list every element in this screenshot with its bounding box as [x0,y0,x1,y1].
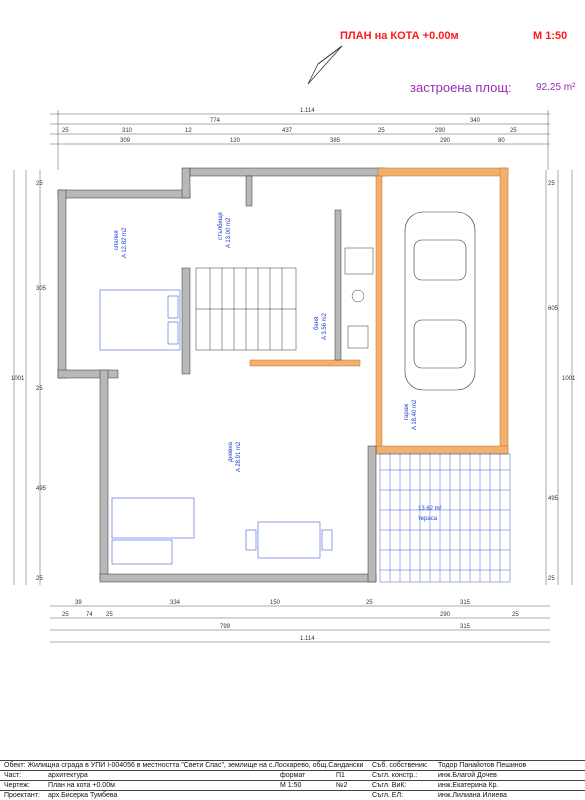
dim-right-3: 495 [548,496,559,502]
tb-scale: М 1:50 [280,782,302,789]
dim-bottom-r3-1: 315 [460,624,471,630]
tb-format: П1 [336,772,345,779]
tb-vik: инж.Екатерина Кр. [438,782,499,789]
tb-object: Обект: Жилищна сграда в УПИ I-004056 в м… [4,762,364,769]
tb-part-label: Част: [4,772,22,779]
dim-top-r1-0: 774 [210,118,221,124]
title-block-row-object: Обект: Жилищна сграда в УПИ I-004056 в м… [0,760,585,770]
bottom-dimensions [50,605,550,643]
dim-bottom-r2-2: 25 [106,612,113,618]
tb-designer: арх.Бисерка Тумбева [48,792,118,799]
dim-top-r1-1: 340 [470,118,481,124]
bed [99,289,181,351]
dim-left-2: 1001 [11,376,25,382]
room-stairs-area: A 13.00 m2 [226,217,232,248]
title-block-row-drawing: Чертеж: План на кота +0.00м М 1:50 №2 Съ… [0,780,585,790]
built-area-value: 92.25 m² [536,82,576,93]
dim-top-r2-2: 12 [185,128,192,134]
dim-top-total: 1.114 [300,108,315,114]
dim-right-2: 1001 [562,376,576,382]
dim-right-0: 25 [548,181,555,187]
dim-top-r3-4: 80 [498,138,505,144]
room-stairs-name: стълбище [218,211,224,240]
staircase [195,267,297,351]
dim-bottom-r1-2: 150 [270,600,281,606]
dim-right-1: 605 [548,306,559,312]
tb-el-label: Съгл. ЕЛ: [372,792,404,799]
tb-constr: инж.Благой Дочев [438,772,497,779]
dim-left-0: 25 [36,181,43,187]
north-arrow-icon [307,45,343,85]
tb-sheet: №2 [336,782,348,789]
dining-table [245,521,333,559]
tb-drawing-label: Чертеж: [4,782,30,789]
title-block-row-part: Част: архитектура формат П1 Съгл. констр… [0,770,585,780]
dim-top-r2-4: 25 [378,128,385,134]
dim-top-r3-2: 385 [330,138,341,144]
tb-vik-label: Съгл. ВиК: [372,782,407,789]
title-block: Обект: Жилищна сграда в УПИ I-004056 в м… [0,760,585,800]
dim-top-r2-5: 290 [435,128,446,134]
built-area-label: застроена площ: [410,80,512,95]
side-dimensions [13,170,573,585]
dim-bottom-r2-1: 74 [86,612,93,618]
room-living-name: дневна [228,441,234,462]
tb-el: инж.Лилиана Илиева [438,792,507,799]
dim-left-1: 305 [36,286,47,292]
room-garage-name: гараж [404,404,410,420]
bathroom-fixtures [344,247,374,349]
room-bedroom-name: спалня [114,230,120,250]
terrace-area: 13.62 m² [418,506,442,512]
page-title: ПЛАН на КОТА +0.00м [340,30,459,42]
dim-bottom-r1-4: 315 [460,600,471,606]
room-bath-area: A 3.56 m2 [322,312,328,340]
car-icon [404,211,476,391]
tb-owner-label: Съб. собственик: [372,762,428,769]
dim-top-r2-1: 310 [122,128,133,134]
dim-bottom-r2-3: 290 [440,612,451,618]
dim-left-3: 25 [36,386,43,392]
top-dimensions [50,110,550,170]
title-block-row-designer: Проектант: арх.Бисерка Тумбева Съгл. ЕЛ:… [0,790,585,800]
dim-right-4: 25 [548,576,555,582]
dim-bottom-r2-4: 25 [512,612,519,618]
terrace-name: тераса [418,516,438,522]
dim-bottom-r3-0: 799 [220,624,231,630]
sofa [111,497,195,565]
tb-owner: Тодор Панайотов Пешинов [438,762,527,769]
dim-bottom-r2-0: 25 [62,612,69,618]
room-living-area: A 28.91 m2 [236,441,242,472]
walls [57,167,509,583]
dim-bottom-r1-0: 39 [75,600,82,606]
tb-format-label: формат [280,772,306,779]
dim-left-5: 25 [36,576,43,582]
tb-part: архитектура [48,772,88,779]
floor-plan: 1.114 774 340 25 310 12 437 25 290 25 30… [11,45,576,643]
drawing-scale: М 1:50 [533,30,568,42]
terrace [379,453,511,583]
dim-bottom-r1-1: 334 [170,600,181,606]
dim-top-r3-3: 290 [440,138,451,144]
dim-left-4: 495 [36,486,47,492]
dim-top-r2-6: 25 [510,128,517,134]
room-bath-name: баня [314,317,320,330]
room-bedroom-area: A 12.82 m2 [122,227,128,258]
tb-constr-label: Съгл. констр.: [372,772,418,779]
dim-top-r3-0: 309 [120,138,131,144]
dim-bottom-r1-3: 25 [366,600,373,606]
room-garage-area: A 18.40 m2 [412,399,418,430]
dim-top-r3-1: 120 [230,138,241,144]
dim-top-r2-0: 25 [62,128,69,134]
dim-top-r2-3: 437 [282,128,293,134]
tb-drawing: План на кота +0.00м [48,782,115,789]
dim-bottom-total: 1.114 [300,636,315,642]
tb-designer-label: Проектант: [4,792,40,799]
